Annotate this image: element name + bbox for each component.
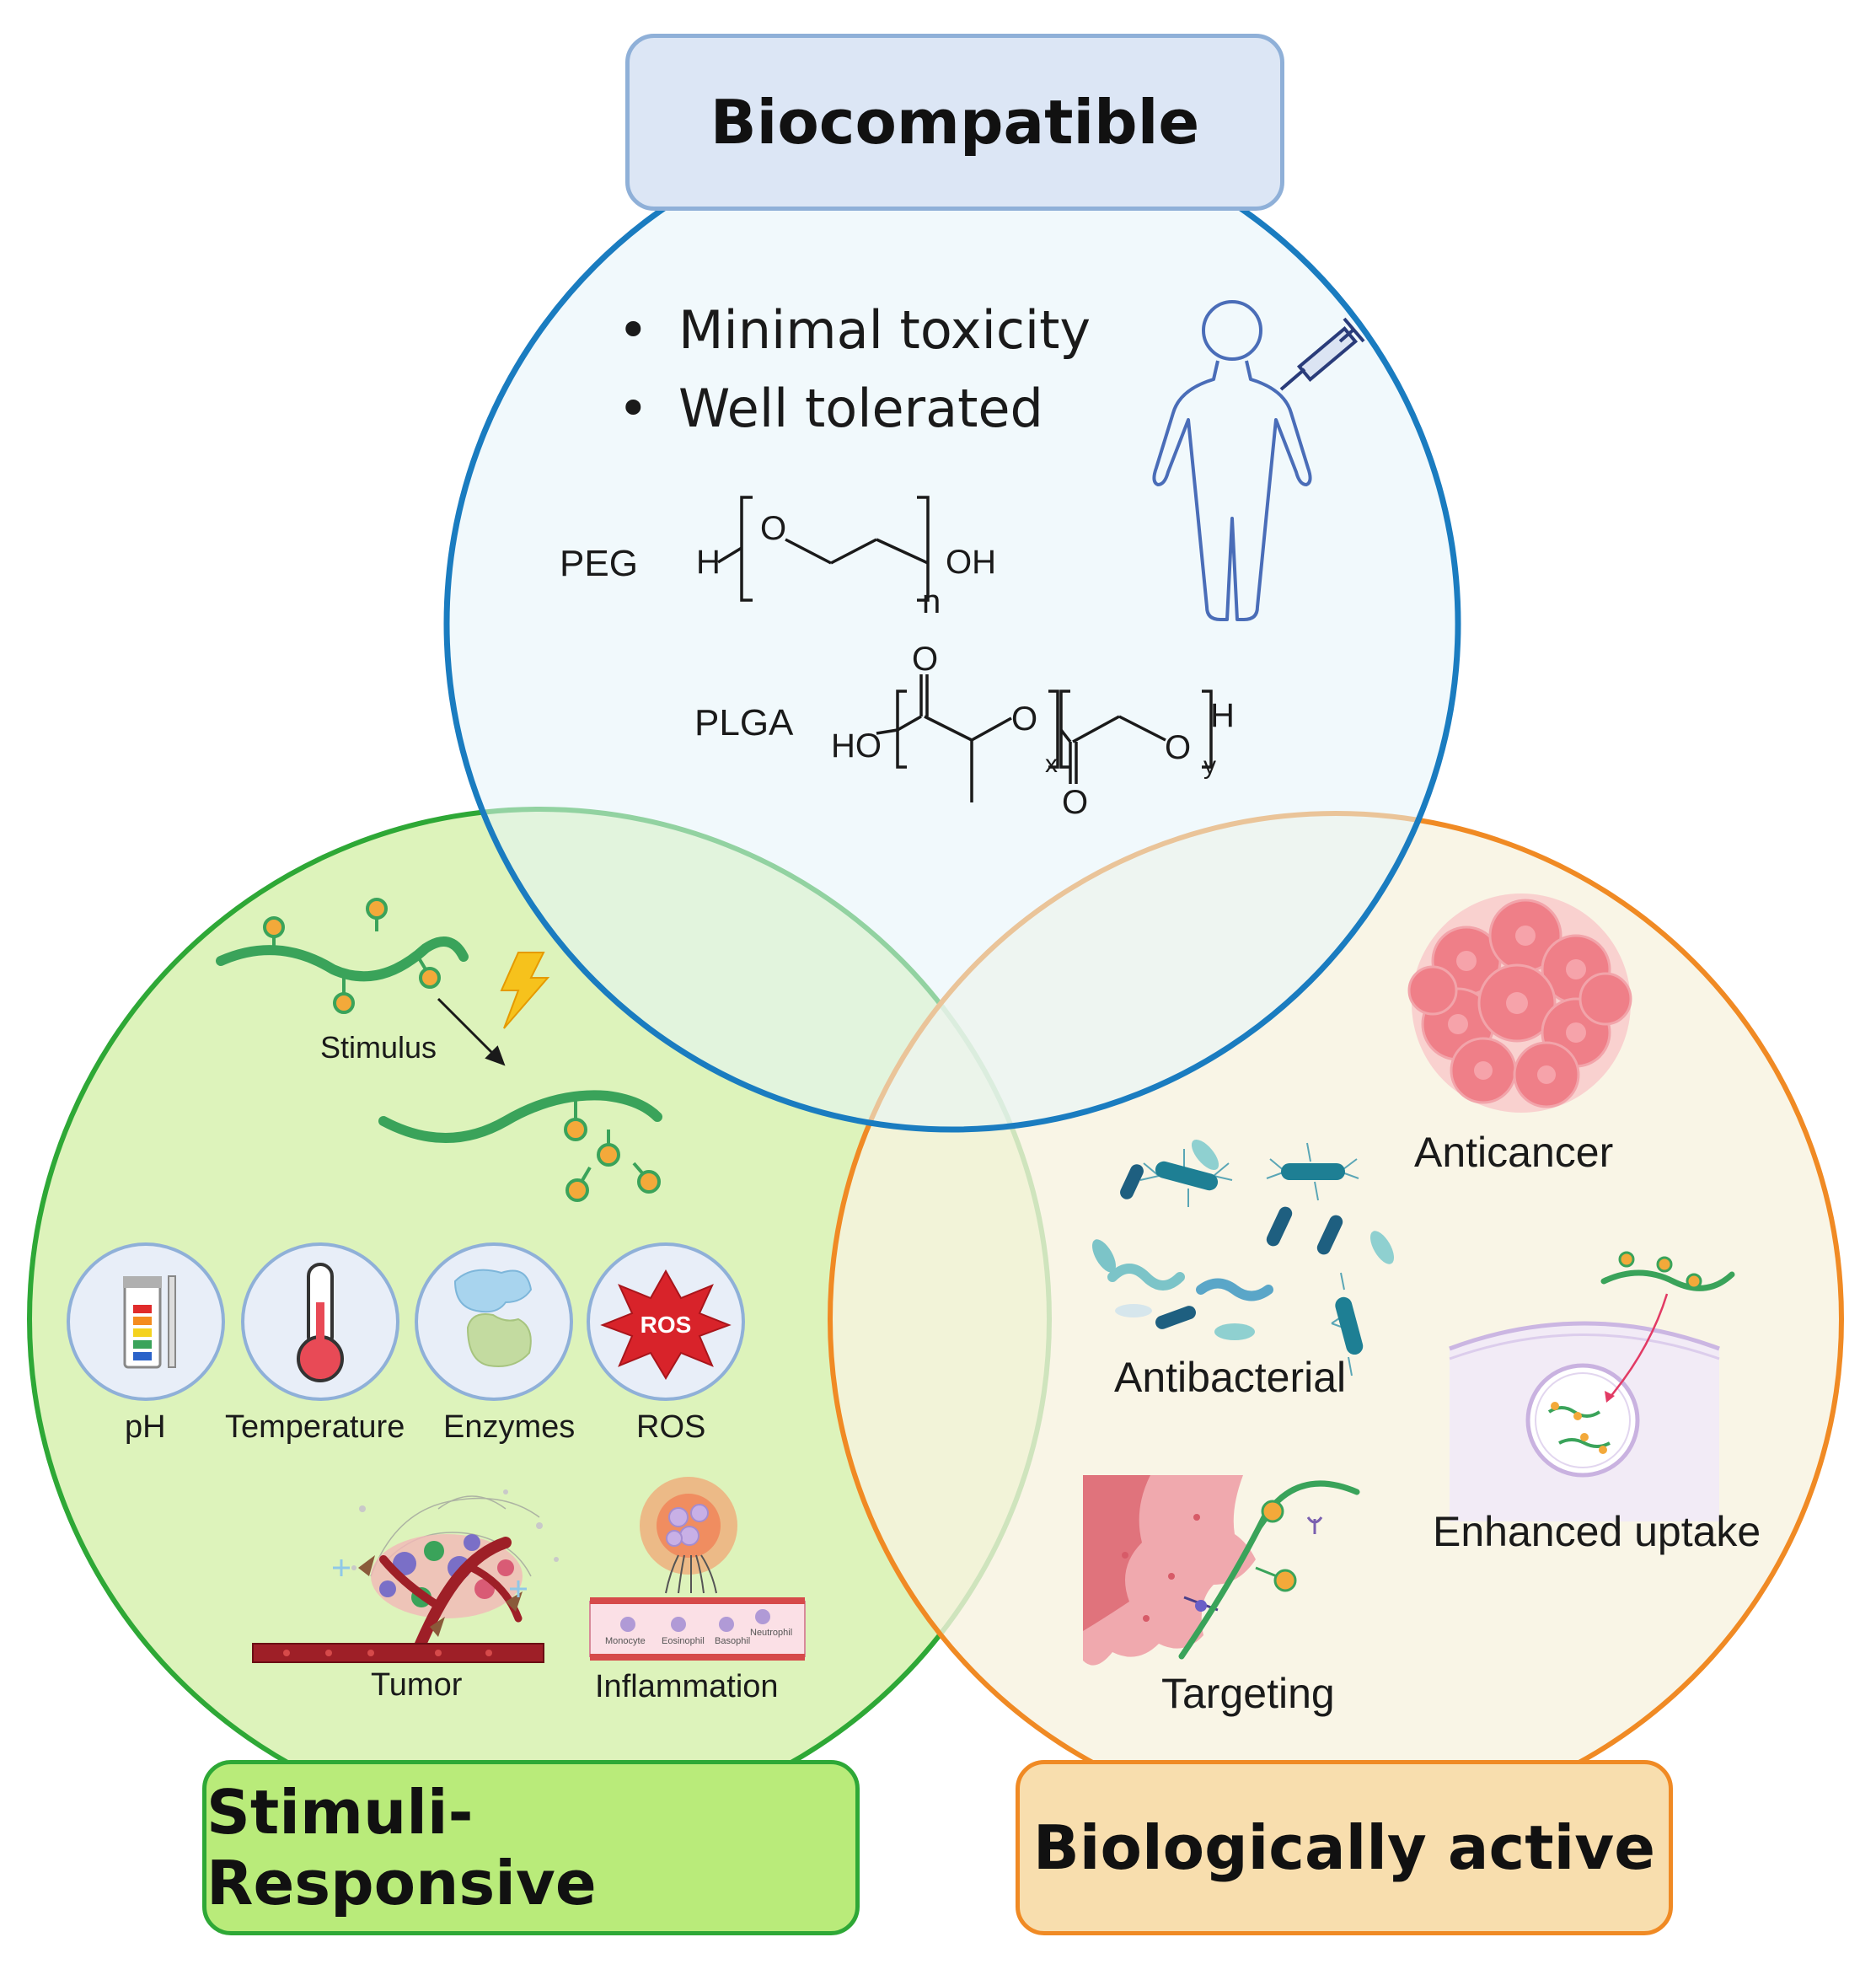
stimuli-responsive-title: Stimuli-Responsive — [202, 1760, 860, 1935]
cell-label-neutrophil: Neutrophil — [750, 1628, 792, 1638]
stimulus-arrow — [437, 997, 506, 1066]
site-label-tumor: Tumor — [371, 1667, 463, 1703]
thermometer-icon — [241, 1242, 399, 1401]
trigger-label-ph: pH — [125, 1409, 166, 1445]
site-label-inflammation: Inflammation — [595, 1669, 779, 1704]
enzyme-icon — [415, 1242, 573, 1401]
tumor-icon — [252, 1489, 559, 1663]
peg-atom-oh: OH — [946, 544, 996, 581]
targeting-icon — [1083, 1475, 1360, 1666]
peg-label: PEG — [560, 543, 638, 584]
stimulus-label: Stimulus — [320, 1030, 437, 1065]
inflammation-icon: Monocyte Eosinophil Basophil Neutrophil — [589, 1477, 806, 1661]
anticancer-label: Anticancer — [1414, 1129, 1614, 1176]
polymer-before-icon — [216, 898, 469, 1014]
peg-structure — [717, 496, 930, 602]
cell-label-monocyte: Monocyte — [605, 1636, 646, 1646]
plga-atom-o1: O — [1011, 700, 1037, 738]
antibacterial-label: Antibacterial — [1114, 1354, 1347, 1401]
plga-subscript-x: x — [1045, 750, 1058, 778]
ros-icon: ROS — [587, 1242, 745, 1401]
lightning-icon — [500, 952, 550, 1029]
peg-atom-o: O — [760, 510, 786, 547]
ph-icon — [67, 1242, 225, 1401]
trigger-label-enzymes: Enzymes — [443, 1409, 576, 1445]
plga-atom-o-bottom: O — [1062, 784, 1088, 821]
peg-atom-h: H — [696, 544, 721, 581]
polymer-after-icon — [378, 1090, 662, 1202]
cancer-cell-icon — [1407, 893, 1632, 1113]
plga-atom-ho: HO — [831, 727, 882, 765]
peg-subscript-n: n — [922, 583, 941, 620]
biologically-active-title: Biologically active — [1016, 1760, 1673, 1935]
plga-subscript-y: y — [1203, 752, 1216, 780]
plga-atom-o2: O — [1165, 729, 1191, 766]
trigger-label-temperature: Temperature — [225, 1409, 405, 1445]
plga-atom-h: H — [1210, 697, 1235, 734]
bullet-well-tolerated: Well tolerated — [618, 378, 1043, 439]
plga-label: PLGA — [694, 702, 794, 743]
cell-uptake-icon — [1449, 1251, 1735, 1521]
cell-label-eosinophil: Eosinophil — [662, 1636, 705, 1646]
ros-badge-label: ROS — [641, 1312, 692, 1338]
trigger-label-ros: ROS — [636, 1409, 706, 1445]
plga-atom-o-top: O — [912, 641, 938, 678]
syringe-icon — [1279, 317, 1365, 391]
biocompatible-circle — [443, 115, 1461, 1133]
plga-structure — [876, 674, 1213, 802]
bacteria-icon — [1092, 1139, 1394, 1376]
enhanced-uptake-label: Enhanced uptake — [1433, 1508, 1761, 1555]
targeting-label: Targeting — [1161, 1670, 1335, 1717]
cell-label-basophil: Basophil — [715, 1636, 750, 1646]
bullet-minimal-toxicity: Minimal toxicity — [618, 299, 1091, 361]
biocompatible-title: Biocompatible — [625, 34, 1284, 211]
human-body-icon — [1152, 300, 1312, 621]
